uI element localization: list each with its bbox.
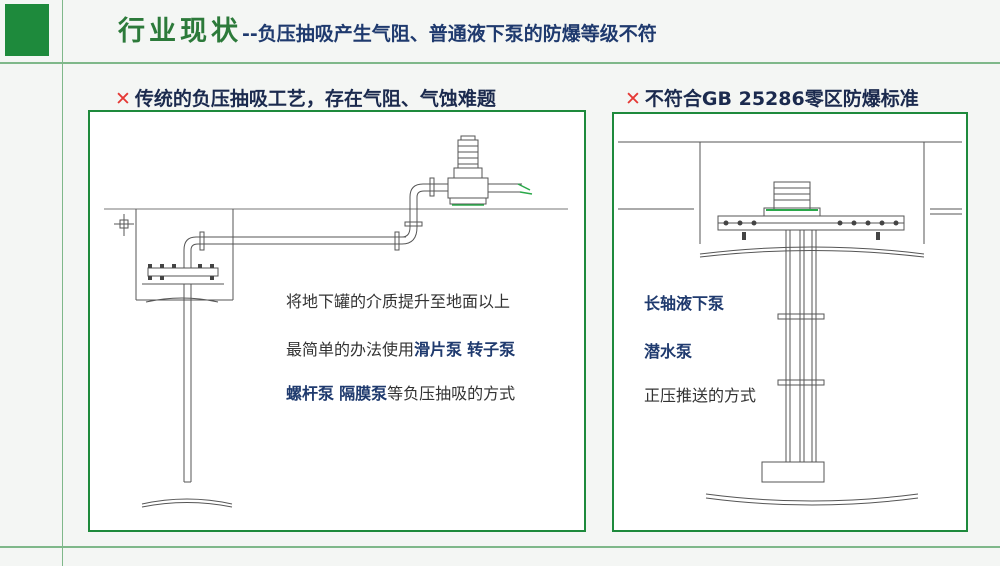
positive-pressure-item: 正压推送的方式: [644, 386, 757, 405]
right-heading-text: 不符合GB 25286零区防爆标准: [644, 88, 919, 110]
left-rule: [62, 0, 63, 566]
left-text-line-1: 将地下罐的介质提升至地面以上: [286, 292, 511, 311]
title-main: 行业现状: [118, 16, 242, 47]
corner-accent-square: [5, 4, 49, 56]
rotor-pump-term: 转子泵: [467, 340, 516, 359]
diaphragm-pump-term: 隔膜泵: [339, 384, 388, 403]
screw-pump-term: 螺杆泵: [286, 384, 335, 403]
long-shaft-pump-item: 长轴液下泵: [644, 294, 725, 313]
left-text-line-2: 最简单的办法使用滑片泵 转子泵: [286, 336, 515, 360]
bottom-rule: [0, 546, 1000, 548]
title-subtitle: --负压抽吸产生气阻、普通液下泵的防爆等级不符: [242, 23, 657, 45]
left-heading-text: 传统的负压抽吸工艺，存在气阻、气蚀难题: [134, 88, 496, 110]
page-title: 行业现状--负压抽吸产生气阻、普通液下泵的防爆等级不符: [118, 12, 657, 52]
top-rule: [0, 62, 1000, 64]
right-diagram-panel: 长轴液下泵 潜水泵 正压推送的方式: [612, 112, 968, 532]
sliding-vane-pump-term: 滑片泵: [414, 340, 463, 359]
left-line2-prefix: 最简单的办法使用: [286, 340, 415, 359]
left-text-line-3: 螺杆泵 隔膜泵等负压抽吸的方式: [286, 380, 515, 404]
right-section-heading: ✕不符合GB 25286零区防爆标准: [625, 84, 919, 111]
left-diagram-panel: 将地下罐的介质提升至地面以上 最简单的办法使用滑片泵 转子泵 螺杆泵 隔膜泵等负…: [88, 110, 586, 532]
submersible-pump-item: 潜水泵: [644, 342, 693, 361]
left-section-heading: ✕传统的负压抽吸工艺，存在气阻、气蚀难题: [115, 84, 496, 111]
cross-icon: ✕: [115, 88, 131, 110]
cross-icon: ✕: [625, 88, 641, 110]
long-shaft-pump-diagram: [618, 141, 962, 506]
left-line3-suffix: 等负压抽吸的方式: [387, 384, 516, 403]
negative-pressure-pump-diagram: [104, 135, 568, 508]
